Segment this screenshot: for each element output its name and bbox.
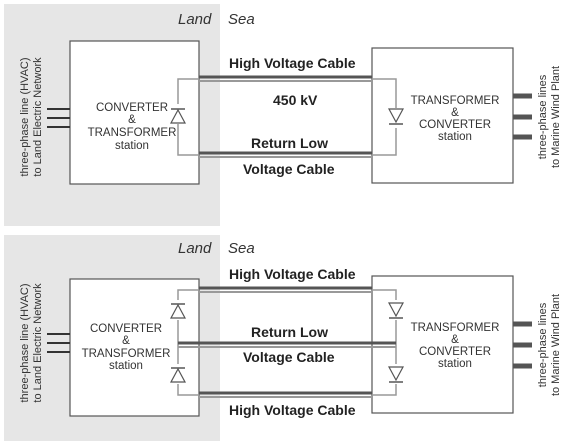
sea-station-label: station <box>438 131 472 143</box>
right-side-text: to Marine Wind Plant <box>550 294 562 396</box>
land-label: Land <box>178 11 212 28</box>
land-station-label: CONVERTER <box>90 323 162 335</box>
land-label: Land <box>178 240 212 257</box>
land-station-label: TRANSFORMER <box>82 348 171 360</box>
sea-station-label: & <box>451 334 459 346</box>
cable-label: Return Low <box>251 324 328 340</box>
diagram-bottom: Land Sea <box>4 235 562 441</box>
sea-station-label: & <box>451 107 459 119</box>
left-side-text: three-phase line (HVAC) <box>19 57 31 176</box>
wind-plant-lines-icon <box>513 321 532 369</box>
sea-diode-icon <box>387 300 405 320</box>
return-low-voltage-cable <box>178 341 396 348</box>
left-side-text: to Land Electric Network <box>32 57 44 177</box>
sea-station-label: station <box>438 358 472 370</box>
sea-station-label: TRANSFORMER <box>411 95 500 107</box>
land-station-label: station <box>109 360 143 372</box>
cable-label: High Voltage Cable <box>229 55 356 71</box>
cable-label: Return Low <box>251 135 328 151</box>
land-diode-icon <box>169 300 187 320</box>
right-side-text: three-phase lines <box>537 302 549 387</box>
cable-label: Voltage Cable <box>243 349 335 365</box>
high-voltage-cable <box>199 75 372 82</box>
land-station-label: station <box>115 140 149 152</box>
sea-label: Sea <box>228 11 255 28</box>
cable-label: 450 kV <box>273 92 318 108</box>
right-side-text: three-phase lines <box>537 74 549 159</box>
cable-label: High Voltage Cable <box>229 266 356 282</box>
sea-diode-icon <box>387 364 405 384</box>
land-station-label: CONVERTER <box>96 102 168 114</box>
sea-label: Sea <box>228 240 255 257</box>
return-low-voltage-cable <box>199 151 372 158</box>
hvac-line-icon <box>47 333 70 353</box>
cable-label: High Voltage Cable <box>229 402 356 418</box>
land-diode-icon <box>169 364 187 384</box>
diagram-top: Land Sea High Voltage Cable <box>4 4 562 226</box>
land-diode-icon <box>169 104 187 124</box>
land-station-label: & <box>128 114 136 126</box>
left-side-text: to Land Electric Network <box>32 283 44 403</box>
sea-station-label: CONVERTER <box>419 346 491 358</box>
sea-station-label: CONVERTER <box>419 119 491 131</box>
left-side-text: three-phase line (HVAC) <box>19 283 31 402</box>
hvac-line-icon <box>47 108 70 128</box>
sea-diode-icon <box>387 108 405 128</box>
high-voltage-cable <box>199 286 372 293</box>
land-station-label: & <box>122 335 130 347</box>
wind-plant-lines-icon <box>513 93 532 140</box>
land-station-label: TRANSFORMER <box>88 127 177 139</box>
sea-station-label: TRANSFORMER <box>411 322 500 334</box>
high-voltage-cable <box>199 391 372 398</box>
cable-label: Voltage Cable <box>243 161 335 177</box>
right-side-text: to Marine Wind Plant <box>550 66 562 168</box>
